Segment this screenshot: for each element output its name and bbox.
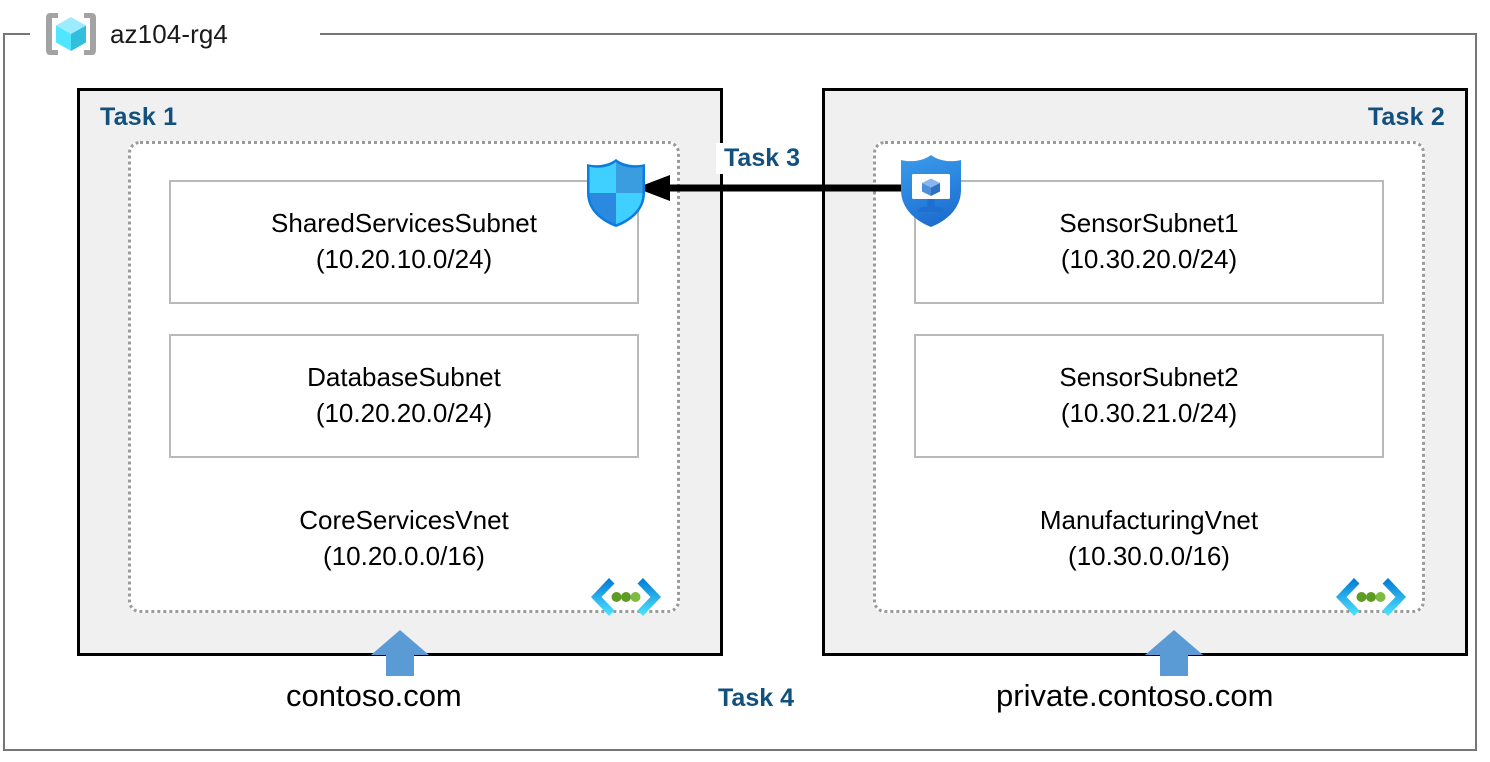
task-2-label: Task 2 <box>1367 103 1445 131</box>
task-3-label: Task 3 <box>716 143 808 174</box>
subnet-name: DatabaseSubnet <box>307 362 501 393</box>
subnet-name: SensorSubnet1 <box>1059 208 1239 239</box>
task-panel-1: Task 1 SharedServicesSubnet (10.20.10.0/… <box>77 88 723 656</box>
subnet-sensor-2: SensorSubnet2 (10.30.21.0/24) <box>914 334 1384 458</box>
resource-group-boundary <box>3 33 1477 751</box>
subnet-name: SharedServicesSubnet <box>271 208 537 239</box>
vnet-manufacturing: SensorSubnet1 (10.30.20.0/24) SensorSubn… <box>873 141 1425 616</box>
subnet-cidr: (10.20.10.0/24) <box>315 244 493 274</box>
virtual-network-icon <box>1334 574 1408 624</box>
vnet-caption: ManufacturingVnet (10.30.0.0/16) <box>876 504 1422 574</box>
dns-zone-label-contoso: contoso.com <box>286 678 462 713</box>
virtual-network-icon <box>589 574 663 624</box>
subnet-name: SensorSubnet2 <box>1059 362 1239 393</box>
vnet-name: CoreServicesVnet <box>299 505 509 536</box>
subnet-sensor-1: SensorSubnet1 (10.30.20.0/24) <box>914 180 1384 304</box>
shield-icon <box>583 157 649 229</box>
vnet-caption: CoreServicesVnet (10.20.0.0/16) <box>131 504 677 574</box>
azure-resource-group-cube-icon <box>42 10 100 58</box>
task-1-label: Task 1 <box>100 103 178 131</box>
subnet-shared-services: SharedServicesSubnet (10.20.10.0/24) <box>169 180 639 304</box>
subnet-cidr: (10.30.21.0/24) <box>1060 398 1238 428</box>
resource-group-header: az104-rg4 <box>42 10 228 58</box>
resource-group-name: az104-rg4 <box>110 18 228 49</box>
vnet-cidr: (10.30.0.0/16) <box>1068 541 1230 572</box>
subnet-database: DatabaseSubnet (10.20.20.0/24) <box>169 334 639 458</box>
left-arrow-icon <box>636 175 914 201</box>
vnet-cidr: (10.20.0.0/16) <box>323 541 485 572</box>
subnet-cidr: (10.30.20.0/24) <box>1060 244 1238 274</box>
vnet-name: ManufacturingVnet <box>1039 505 1259 536</box>
vnet-core-services: SharedServicesSubnet (10.20.10.0/24) Dat… <box>128 141 680 616</box>
up-arrow-icon <box>371 630 429 676</box>
subnet-cidr: (10.20.20.0/24) <box>315 398 493 428</box>
up-arrow-icon <box>1145 630 1203 676</box>
dns-zone-label-private-contoso: private.contoso.com <box>996 678 1274 713</box>
task-4-label: Task 4 <box>718 684 794 712</box>
shield-virtual-machine-icon <box>896 152 966 230</box>
